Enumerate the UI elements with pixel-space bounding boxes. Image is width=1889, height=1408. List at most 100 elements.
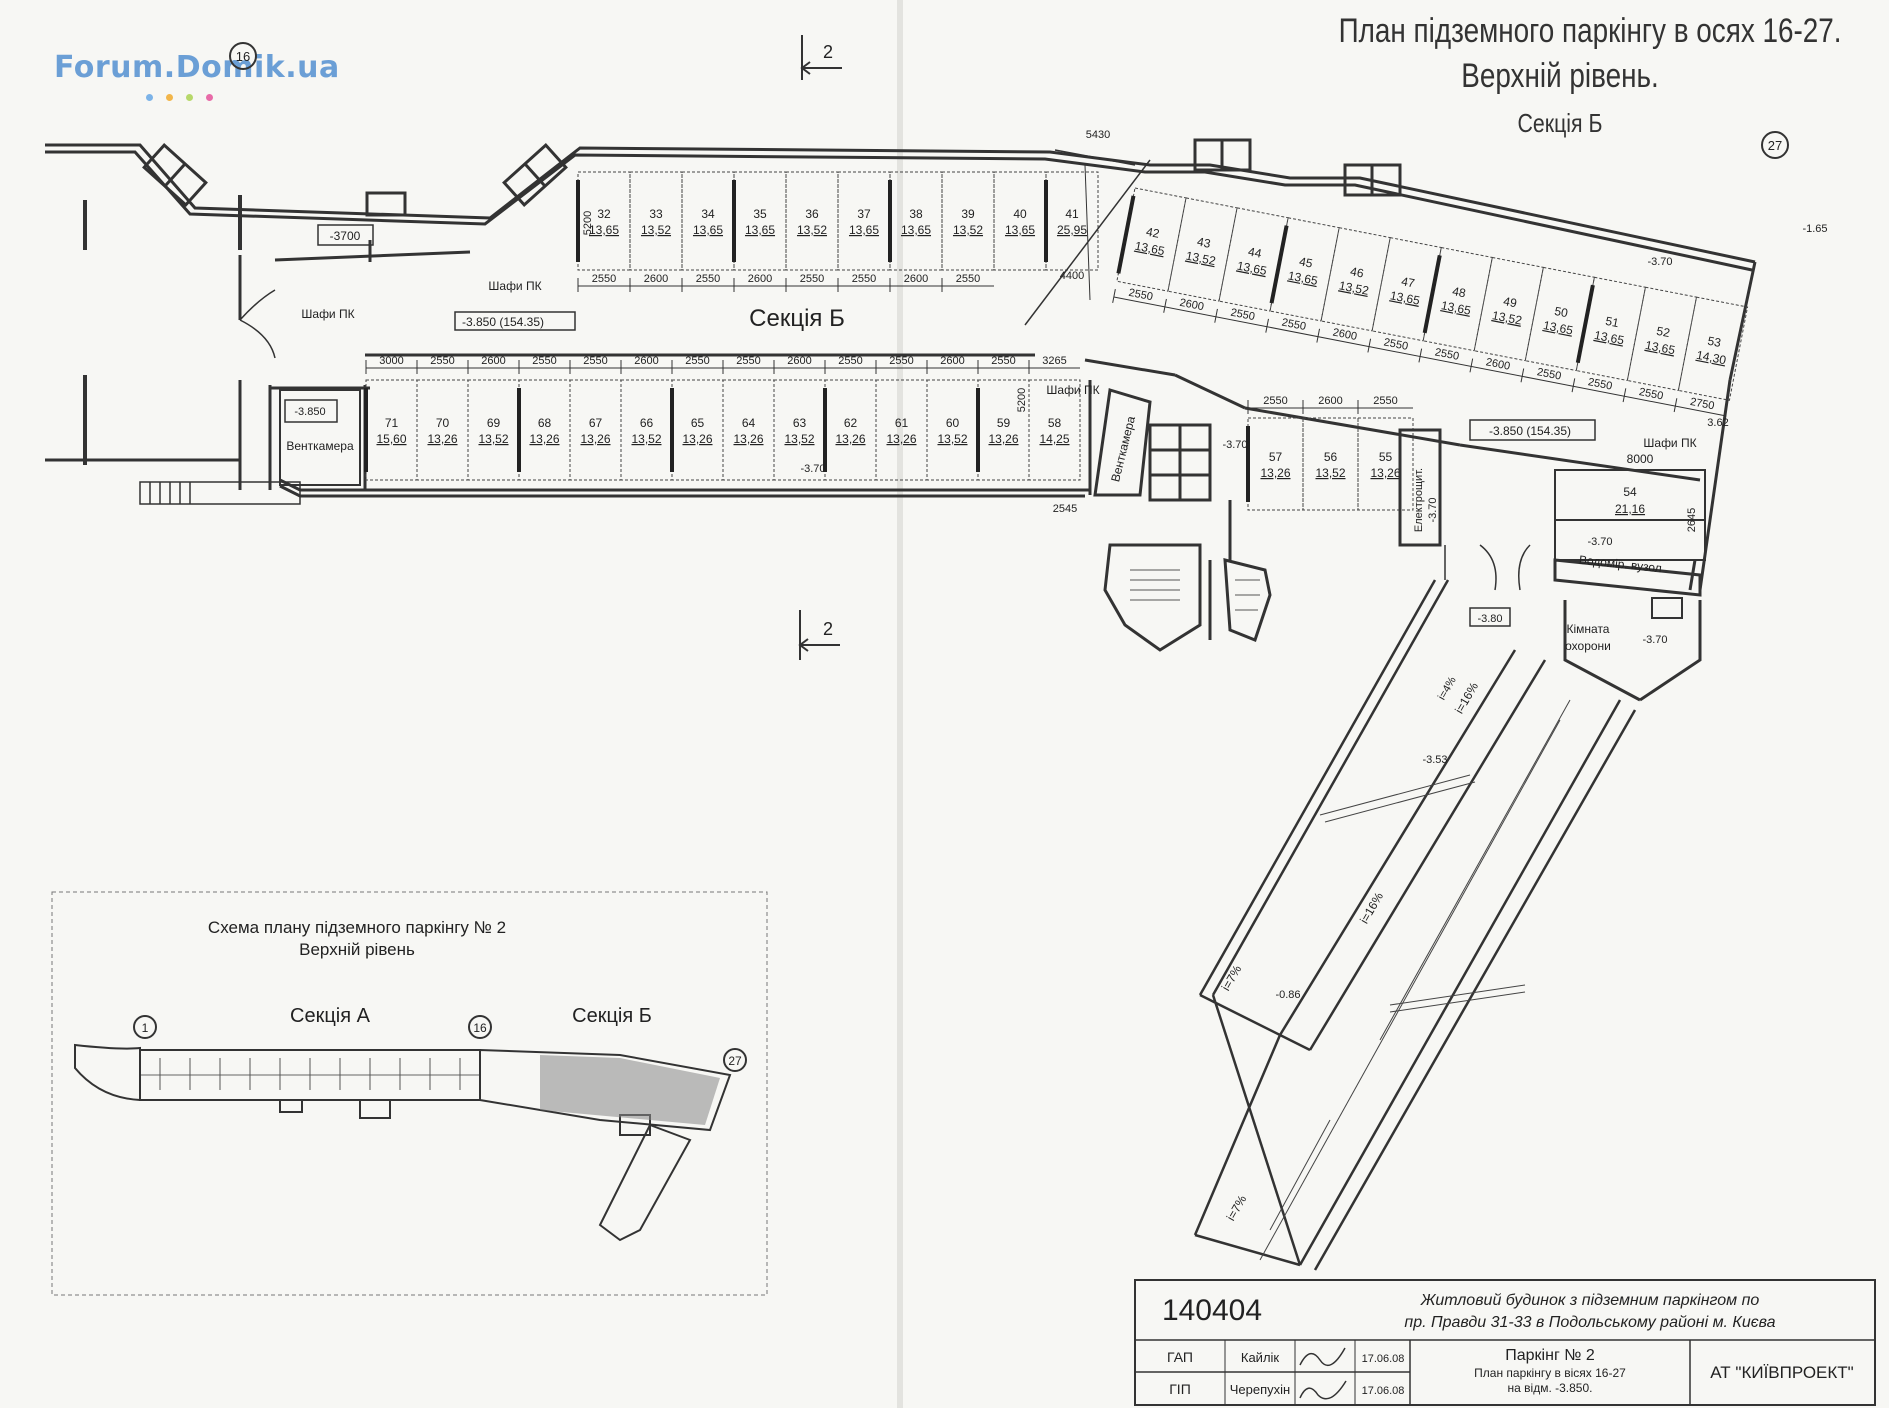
section-cut-label-bottom: 2 [823,619,833,639]
level-3850-corridor: -3.850 (154.35) [462,315,544,329]
doors [239,289,1556,591]
fire-cabinet-label-1: Шафи ПК [488,279,541,293]
parking-spot: 69 13,52 [467,379,520,481]
spot-number: 60 [946,416,960,430]
light-wells [142,138,1402,217]
water-meter-label: Водомір. вузол [1578,553,1662,576]
column [1575,284,1595,364]
stamp-desc-1: Житловий будинок з підземним паркінгом п… [1420,1292,1760,1309]
ramp-slope-4: i=7% [1224,1193,1250,1224]
dim-value: 2600 [1318,395,1342,407]
spot-area: 13,26 [835,432,865,446]
spot-outline [1357,417,1414,511]
title-line-1: План підземного паркінгу в осях 16-27. [1338,12,1842,50]
scheme-axis-27: 27 [728,1054,742,1068]
level-370-elec: -3.70 [1427,497,1439,522]
axis-16-label: 16 [236,49,250,64]
spot-outline [518,379,571,481]
dim-tick [1520,368,1525,383]
upper-parking-row: 3213,653313,523413,653513,653613,523713,… [576,171,1099,271]
spot-area: 13,26 [682,432,712,446]
watermark-dot [166,94,173,101]
lower-parking-row: 7115,607013,266913,526813,266713,266613,… [364,379,1081,481]
ramp-slope-2: i=16% [1357,890,1386,926]
spot-outline [1045,171,1099,271]
spot-number: 57 [1269,450,1283,464]
dim-value: 2550 [852,273,876,285]
spot-number: 33 [649,207,663,221]
stamp-organization: АТ "КИЇВПРОЕКТ" [1710,1363,1853,1382]
dim-value: 2550 [991,355,1015,367]
dim-tick [1469,358,1474,373]
level-370-meter: -3.70 [1587,536,1612,548]
column [1422,255,1442,334]
dim-2545: 2545 [1053,503,1077,515]
spot-outline [620,379,673,481]
watermark-logo: Forum.Domik.ua [54,50,340,85]
stamp-role-1: ГАП [1167,1349,1193,1365]
spot-area: 15,60 [376,432,406,446]
level-165: -1.65 [1802,223,1827,235]
dim-tick [1571,378,1576,393]
spot-number: 43 [1196,234,1212,250]
spot-outline [1371,237,1442,342]
spot-number: 50 [1553,304,1569,320]
stamp-date-2: 17.06.08 [1362,1385,1405,1397]
level-370-top: -3.70 [1647,256,1672,268]
stamp-desc-2: пр. Правди 31-33 в Подольському районі м… [1404,1314,1775,1331]
spot-area: 13,52 [953,223,983,237]
stamp-sheet-2: План паркінгу в вісях 16-27 [1474,1366,1626,1380]
dim-value: 2600 [644,273,668,285]
left-entry-steps [139,481,301,505]
level-362: 3.62 [1707,417,1728,429]
spot-area: 13,65 [1287,268,1319,288]
watermark-dot [206,94,213,101]
level-marks: -3700 -3.850 (154.35) -3.850 (154.35) -3… [317,223,1828,1001]
spot-number: 56 [1324,450,1338,464]
axis-16-bubble: 16 [229,42,257,70]
dim-value: 2550 [696,273,720,285]
spot-area: 13,26 [427,432,457,446]
spot-area: 13,65 [901,223,931,237]
spot-outline [1575,276,1647,382]
dim-value: 2550 [736,355,760,367]
spot-outline [416,379,469,481]
spot-area: 13,65 [1389,288,1421,308]
dim-5200-upper: 5200 [582,211,594,235]
spot-number: 44 [1247,244,1263,260]
spot-outline [1677,296,1749,401]
spot-outline [1473,256,1544,362]
stair-steps [1130,569,1260,611]
right-dimension-row: 2550260025502550260025502550260025502550… [1112,287,1727,417]
spot-area: 13,26 [529,432,559,446]
spot-outline [824,379,877,481]
guard-room-label-2: охорони [1565,639,1611,653]
spot-area: 13,65 [849,223,879,237]
dim-value: 2550 [838,355,862,367]
spot-area: 25,95 [1057,223,1087,237]
dim-value: 2550 [685,355,709,367]
spot-area: 13,65 [1005,223,1035,237]
ventkamera-room-left: -3.850 Венткамера [279,389,361,486]
spot-number: 69 [487,416,501,430]
title-line-3: Секція Б [1517,108,1603,138]
dim-value: 2550 [1373,395,1397,407]
spot-number: 48 [1451,284,1467,300]
scheme-title-1: Схема плану підземного паркінгу № 2 [208,918,506,937]
dim-value: 2600 [1485,356,1511,372]
level-3850-left: -3.850 [294,406,325,418]
spot-outline [681,171,735,271]
spot-outline [1028,379,1081,481]
spot-area: 13,52 [478,432,508,446]
